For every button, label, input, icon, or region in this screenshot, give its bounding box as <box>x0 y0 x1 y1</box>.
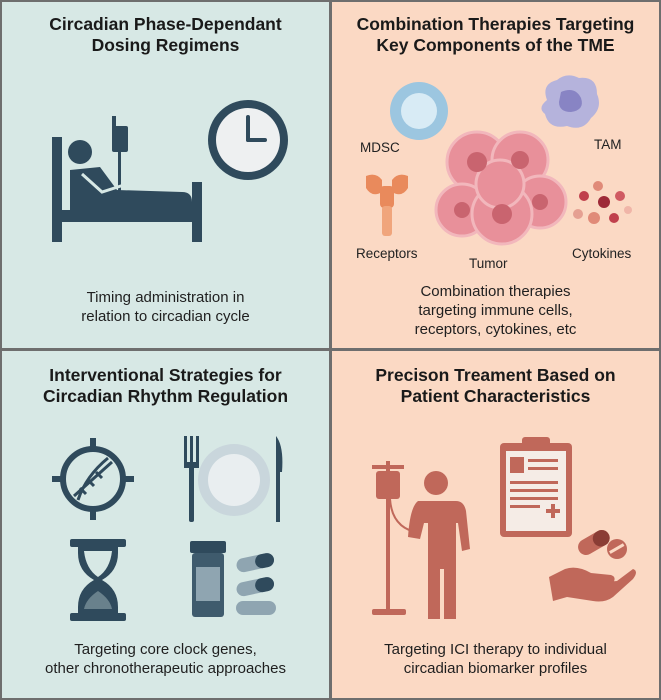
title-line: Combination Therapies Targeting <box>356 14 635 34</box>
panel-combination-therapies: Combination Therapies Targeting Key Comp… <box>330 0 661 350</box>
hospital-bed-patient-icon <box>52 116 202 242</box>
caption-line: relation to circadian cycle <box>81 308 250 325</box>
caption-line: Targeting core clock genes, <box>74 641 257 658</box>
label-tam: TAM <box>594 137 622 152</box>
panel-precision-treatment: Precison Treament Based on Patient Chara… <box>330 349 661 700</box>
mdsc-cell-icon <box>390 82 448 140</box>
panel-caption: Targeting ICI therapy to individual circ… <box>332 640 659 678</box>
panel-dosing-regimens: Circadian Phase-Dependant Dosing Regimen… <box>0 0 331 350</box>
label-tumor: Tumor <box>469 256 508 271</box>
label-receptors: Receptors <box>356 246 418 261</box>
clock-icon <box>208 100 288 180</box>
cytokines-icon <box>573 181 632 224</box>
label-mdsc: MDSC <box>360 140 400 155</box>
panel-title: Combination Therapies Targeting Key Comp… <box>332 14 659 56</box>
tam-cell-icon <box>541 75 599 128</box>
plate-cutlery-icon <box>184 436 283 522</box>
panel-interventional-strategies: Interventional Strategies for Circadian … <box>0 349 331 700</box>
label-cytokines: Cytokines <box>572 246 632 261</box>
caption-line: Targeting ICI therapy to individual <box>384 641 607 658</box>
iv-patient-icon <box>372 461 470 619</box>
title-line: Key Components of the TME <box>376 35 615 55</box>
title-line: Circadian Rhythm Regulation <box>42 386 289 406</box>
caption-line: Combination therapies <box>420 283 571 300</box>
dna-target-icon <box>52 438 134 520</box>
title-line: Circadian Phase-Dependant <box>49 14 282 34</box>
title-line: Precison Treament Based on <box>375 365 616 385</box>
tumor-cluster-icon <box>434 130 568 246</box>
title-line: Interventional Strategies for <box>49 365 282 385</box>
panel-caption: Targeting core clock genes, other chrono… <box>2 640 329 678</box>
hourglass-icon <box>70 539 126 621</box>
clipboard-icon <box>500 437 572 537</box>
caption-line: receptors, cytokines, etc <box>414 321 577 338</box>
receptor-icon <box>366 174 408 236</box>
panel-title: Interventional Strategies for Circadian … <box>2 365 329 407</box>
title-line: Dosing Regimens <box>91 35 240 55</box>
hand-pills-icon <box>549 530 636 602</box>
caption-line: other chronotherapeutic approaches <box>45 660 286 677</box>
caption-line: Timing administration in <box>86 289 245 306</box>
caption-line: targeting immune cells, <box>418 302 573 319</box>
title-line: Patient Characteristics <box>400 386 591 406</box>
panel-title: Precison Treament Based on Patient Chara… <box>332 365 659 407</box>
pill-bottle-icon <box>190 541 276 617</box>
panel-caption: Timing administration in relation to cir… <box>2 288 329 326</box>
caption-line: circadian biomarker profiles <box>403 660 588 677</box>
panel-caption: Combination therapies targeting immune c… <box>332 282 659 339</box>
panel-title: Circadian Phase-Dependant Dosing Regimen… <box>2 14 329 56</box>
